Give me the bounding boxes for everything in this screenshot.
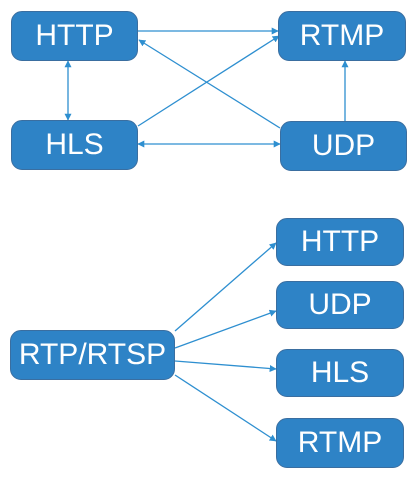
top-node-rtmp: RTMP bbox=[278, 11, 406, 61]
top-node-http: HTTP bbox=[11, 11, 138, 61]
top-node-hls: HLS bbox=[11, 120, 138, 170]
top-edge-udp-to-http bbox=[138, 39, 281, 129]
top-edge-hls-to-rtmp bbox=[137, 35, 280, 127]
top-node-udp: UDP bbox=[280, 121, 407, 171]
bottom-node-rtmp: RTMP bbox=[276, 418, 404, 468]
bottom-node-udp: UDP bbox=[276, 281, 404, 329]
bottom-edge-rtp-rtsp-to-udp bbox=[174, 309, 277, 349]
bottom-node-http: HTTP bbox=[276, 218, 404, 266]
bottom-edge-rtp-rtsp-to-http bbox=[174, 242, 277, 332]
bottom-edge-rtp-rtsp-to-rtmp bbox=[174, 374, 277, 442]
bottom-node-rtp-rtsp: RTP/RTSP bbox=[10, 330, 175, 380]
bottom-node-hls: HLS bbox=[276, 349, 404, 397]
bottom-edge-rtp-rtsp-to-hls bbox=[174, 360, 277, 372]
